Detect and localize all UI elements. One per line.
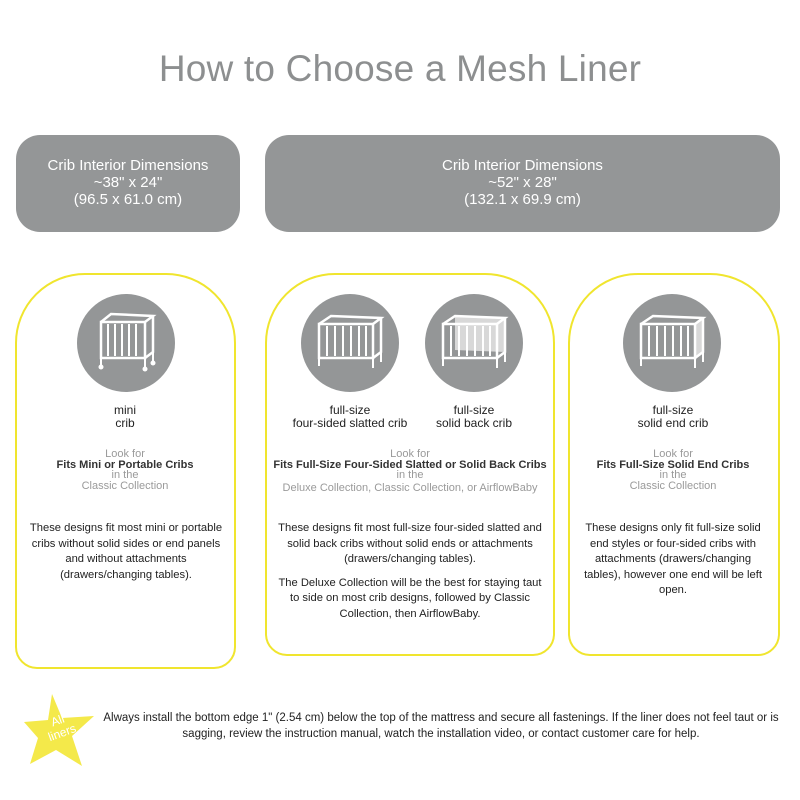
solid-back-crib-icon [425,294,523,392]
dimensions-metric: (96.5 x 61.0 cm) [73,191,183,208]
look-for-block: Look for Fits Full-Size Solid End Cribs … [573,449,773,491]
crib-label-line2: solid back crib [435,416,513,430]
crib-label-line2: four-sided slatted crib [292,416,408,430]
crib-label-line1: full-size [329,403,371,417]
description-paragraph: These designs fit most mini or portable … [29,522,223,581]
page-title: How to Choose a Mesh Liner [158,48,642,89]
crib-label: full-size solid end crib [573,404,773,430]
in-the-text: in the [659,469,687,481]
card-full-size [265,273,555,656]
crib-label-line1: mini [113,403,136,417]
crib-label: mini crib [25,404,225,430]
dimensions-heading: Crib Interior Dimensions [47,157,209,174]
dimensions-box-small: Crib Interior Dimensions ~38" x 24" (96.… [16,135,240,232]
collection-name: Deluxe Collection, Classic Collection, o… [282,481,538,494]
look-for-text: Look for [390,448,430,460]
card-solid-end [568,273,780,656]
card-mini-crib [15,273,236,669]
look-for-block: Look for Fits Mini or Portable Cribs in … [25,449,225,491]
description-paragraph: These designs fit most full-size four-si… [278,522,542,565]
in-the-text: in the [396,469,424,481]
dimensions-heading: Crib Interior Dimensions [442,157,603,174]
dimensions-imperial: ~38" x 24" [93,174,163,191]
card-description: These designs fit most full-size four-si… [275,521,545,630]
solid-end-crib-icon [623,294,721,392]
description-paragraph: The Deluxe Collection will be the best f… [278,576,542,620]
product-name: Fits Full-Size Four-Sided Slatted or Sol… [273,458,547,471]
collection-name: Classic Collection [629,479,717,492]
installation-note: Always install the bottom edge 1" (2.54 … [103,712,779,740]
crib-label-line2: crib [115,416,135,430]
collection-name: Classic Collection [81,479,169,492]
product-name: Fits Mini or Portable Cribs [56,458,194,471]
crib-label-line1: full-size [453,403,495,417]
in-the-text: in the [111,469,139,481]
crib-label-line2: solid end crib [637,416,709,430]
dimensions-box-large: Crib Interior Dimensions ~52" x 28" (132… [265,135,780,232]
mini-crib-icon [77,294,175,392]
dimensions-imperial: ~52" x 28" [488,174,557,191]
star-icon [24,694,94,766]
product-name: Fits Full-Size Solid End Cribs [596,458,750,471]
dimensions-metric: (132.1 x 69.9 cm) [464,191,581,208]
look-for-text: Look for [653,448,693,460]
crib-label: full-size four-sided slatted crib [270,404,430,430]
crib-label: full-size solid back crib [414,404,534,430]
look-for-block: Look for Fits Full-Size Four-Sided Slatt… [268,449,552,493]
look-for-text: Look for [105,448,145,460]
crib-label-line1: full-size [652,403,694,417]
card-description: These designs fit most mini or portable … [28,521,224,591]
card-description: These designs only fit full-size solid e… [580,521,766,607]
slatted-crib-icon [301,294,399,392]
description-paragraph: These designs only fit full-size solid e… [584,522,762,596]
